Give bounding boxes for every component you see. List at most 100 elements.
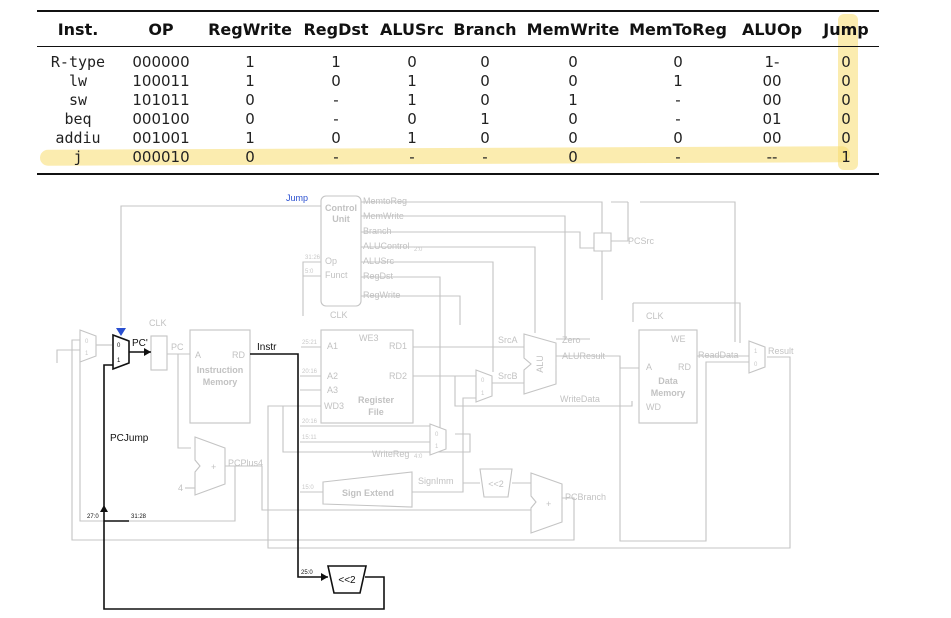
memtoreg-mux (748, 340, 766, 374)
regfile-a3: A3 (327, 385, 338, 395)
cell-regwrite: 1 (245, 129, 255, 147)
pc-branch-label: PCBranch (565, 492, 606, 502)
funct-label: Funct (325, 270, 348, 280)
table-row: addiu 001001 1 0 1 0 0 0 00 0 (37, 129, 879, 148)
cell-jump: 0 (841, 129, 851, 147)
cell-op: 101011 (132, 91, 190, 109)
header-regwrite: RegWrite (208, 19, 292, 39)
cell-branch: 1 (480, 110, 490, 128)
rs-bits: 25:21 (302, 340, 318, 346)
op-bits-label: 31:26 (305, 255, 321, 261)
jump-signal-label: Jump (286, 193, 308, 203)
jump-mux (112, 333, 130, 371)
mux-input-1: 1 (85, 351, 89, 357)
alusrc-mux-0: 0 (481, 378, 485, 384)
cell-op: 100011 (132, 72, 190, 90)
cell-memwrite: 0 (568, 72, 578, 90)
instr-mem-label: Instruction (197, 365, 244, 375)
cell-branch: 0 (480, 72, 490, 90)
cell-regdst: 1 (331, 53, 341, 71)
cell-regdst: 0 (331, 72, 341, 90)
cell-regdst: - (333, 110, 339, 128)
cell-jump: 0 (841, 91, 851, 109)
cell-op: 001001 (132, 129, 190, 147)
shift-branch-label: <<2 (488, 479, 504, 489)
regdst-mux-0: 0 (435, 432, 439, 438)
faded-wires (56, 201, 791, 549)
alu-label: ALU (535, 355, 545, 373)
concat-arrow (100, 505, 108, 512)
funct-bits-label: 5:0 (305, 269, 314, 275)
datamem-wd: WD (646, 402, 661, 412)
jump-path: 0 1 <<2 PC' Instr PCJump 25:0 31:28 27:0… (87, 193, 385, 610)
regfile-rd1: RD1 (389, 341, 407, 351)
signal-regdst: RegDst (363, 271, 394, 281)
rt-bits: 20:16 (302, 369, 318, 375)
rt-bits-2: 20:16 (302, 419, 318, 425)
instr-mem-label: Memory (203, 377, 238, 387)
branch-and-gate (593, 232, 612, 252)
faded-components: Control Unit Op Funct 31:26 5:0 MemtoReg… (79, 195, 794, 534)
srca-label: SrcA (498, 335, 518, 345)
regfile-rd2: RD2 (389, 371, 407, 381)
op-label: Op (325, 256, 337, 266)
cell-memwrite: 0 (568, 110, 578, 128)
regfile-label: Register (358, 395, 395, 405)
pc-register (150, 335, 168, 371)
sign-extend-box (322, 471, 413, 508)
signal-branch: Branch (363, 226, 392, 236)
jaddr-bits: 25:0 (301, 570, 313, 576)
cell-branch: - (482, 148, 488, 166)
branch-plus: + (546, 499, 551, 509)
cell-alusrc: 1 (407, 72, 417, 90)
cell-jump: 1 (841, 148, 851, 166)
instr-mem-a: A (195, 350, 201, 360)
writedata-label: WriteData (560, 394, 600, 404)
signimm-label: SignImm (418, 476, 454, 486)
cell-aluop: 00 (762, 91, 782, 109)
header-alusrc: ALUSrc (380, 19, 444, 39)
memtoreg-mux-1: 1 (754, 349, 758, 355)
header-inst: Inst. (57, 19, 99, 39)
instruction-memory-box (189, 329, 251, 424)
table-row: beq 000100 0 - 0 1 0 - 01 0 (37, 110, 879, 129)
zero-label: Zero (562, 335, 581, 345)
instr-arrow (321, 573, 328, 581)
control-unit-label: Control (325, 203, 357, 213)
instr-label: Instr (257, 342, 277, 353)
cell-branch: 0 (480, 91, 490, 109)
mux-input-0: 0 (85, 339, 89, 345)
cell-memtoreg: 0 (673, 53, 683, 71)
cell-alusrc: 0 (407, 110, 417, 128)
header-op: OP (148, 19, 174, 39)
cell-jump: 0 (841, 72, 851, 90)
datamem-we: WE (671, 334, 686, 344)
regdst-mux-1: 1 (435, 444, 439, 450)
cell-jump: 0 (841, 110, 851, 128)
signal-memwrite: MemWrite (363, 211, 404, 221)
header-jump: Jump (823, 19, 869, 39)
signal-memtoreg: MemtoReg (363, 196, 407, 206)
cell-inst: sw (68, 91, 88, 109)
cell-branch: 0 (480, 129, 490, 147)
cell-memtoreg: - (675, 91, 681, 109)
shift-left-jump (327, 565, 367, 594)
cell-memwrite: 0 (568, 53, 578, 71)
regfile-we3: WE3 (359, 333, 379, 343)
cell-regwrite: 0 (245, 110, 255, 128)
rd-bits: 15:11 (302, 435, 317, 441)
datamem-rd: RD (678, 362, 691, 372)
table-row-jump: j 000010 0 - - - 0 - -- 1 (37, 148, 879, 174)
cell-op: 000100 (132, 110, 190, 128)
datamem-a: A (646, 362, 652, 372)
cell-memtoreg: 0 (673, 129, 683, 147)
pcsrc-mux (79, 329, 97, 363)
cell-alusrc: - (409, 148, 415, 166)
cell-branch: 0 (480, 53, 490, 71)
shift-jump-label: <<2 (338, 575, 356, 586)
cell-inst: addiu (55, 129, 101, 147)
header-regdst: RegDst (303, 19, 369, 39)
readdata-label: ReadData (698, 350, 739, 360)
cell-inst: j (73, 148, 83, 166)
